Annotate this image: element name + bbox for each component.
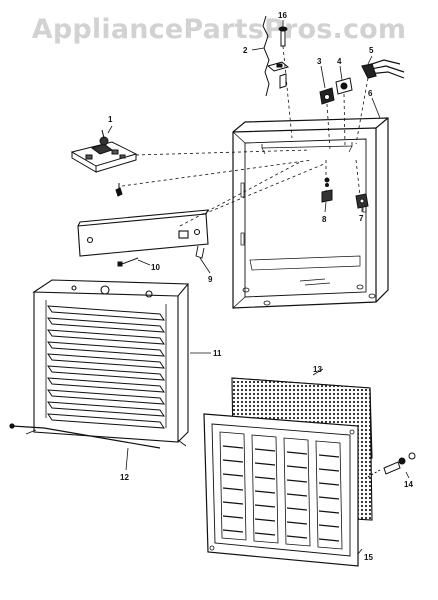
housing-box bbox=[232, 117, 389, 309]
callout-15: 15 bbox=[364, 553, 373, 562]
switch-part-3 bbox=[319, 87, 335, 105]
callout-6: 6 bbox=[368, 89, 373, 98]
callout-16: 16 bbox=[278, 11, 287, 20]
screw-part-16 bbox=[278, 26, 288, 47]
callout-7: 7 bbox=[359, 214, 364, 223]
bracket-part-2 bbox=[262, 15, 270, 97]
callout-14: 14 bbox=[404, 480, 413, 489]
clip-part-2 bbox=[266, 61, 290, 89]
grille-louvers bbox=[209, 429, 355, 551]
rod-part-12 bbox=[9, 423, 161, 449]
callout-2: 2 bbox=[243, 46, 248, 55]
wire-leads-part-5 bbox=[361, 59, 405, 79]
watermark: AppliancePartsPros.com bbox=[31, 14, 407, 45]
screws-part-14 bbox=[365, 452, 416, 479]
connector-part-8 bbox=[321, 177, 333, 203]
leader-lines bbox=[107, 20, 410, 555]
screw-part-10 bbox=[117, 257, 139, 267]
callout-1: 1 bbox=[108, 115, 113, 124]
callout-13: 13 bbox=[313, 365, 322, 374]
callout-5: 5 bbox=[369, 46, 374, 55]
callout-9: 9 bbox=[208, 275, 213, 284]
fastener-part-7 bbox=[355, 193, 369, 209]
callout-12: 12 bbox=[120, 473, 129, 482]
heating-element-part-11 bbox=[25, 279, 190, 447]
front-grille-part-15 bbox=[203, 413, 359, 567]
thermostat-part-4 bbox=[335, 77, 353, 95]
callout-8: 8 bbox=[322, 215, 327, 224]
callout-10: 10 bbox=[151, 263, 160, 272]
callout-11: 11 bbox=[213, 349, 222, 358]
control-assembly-part-1 bbox=[70, 129, 138, 197]
control-panel-part-9 bbox=[77, 209, 209, 259]
callout-3: 3 bbox=[317, 57, 322, 66]
heating-fins bbox=[47, 305, 165, 429]
callout-4: 4 bbox=[337, 57, 342, 66]
